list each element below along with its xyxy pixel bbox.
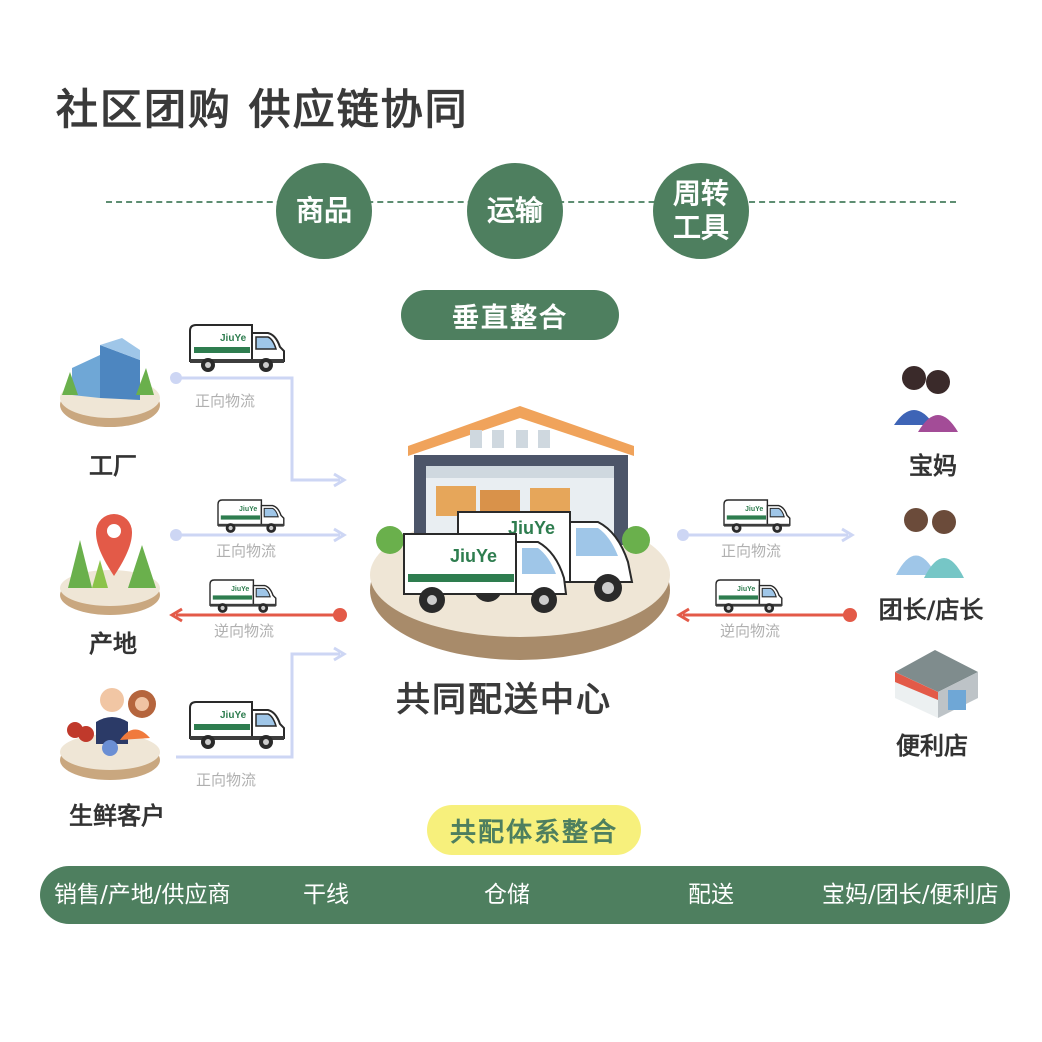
node-factory: 工厂 [89, 452, 137, 480]
factory-icon [60, 338, 160, 427]
page-title: 社区团购 供应链协同 [56, 85, 469, 134]
supply-chain-bar: 销售/产地/供应商 干线 仓储 配送 宝妈/团长/便利店 [40, 866, 1010, 924]
flow-label-reverse: 逆向物流 [214, 622, 275, 640]
chain-step-warehousing: 仓储 [484, 882, 530, 908]
circle-goods: 商品 [276, 163, 372, 259]
flow-label-forward: 正向物流 [721, 542, 782, 560]
location-pin-icon [60, 514, 160, 615]
flow-label-forward: 正向物流 [196, 771, 257, 789]
vertical-integration-badge: 垂直整合 [401, 290, 619, 340]
mothers-icon [894, 366, 958, 432]
truck-icon [715, 579, 783, 614]
node-group-leader: 团长/店长 [878, 596, 984, 624]
node-fresh-customer: 生鲜客户 [69, 802, 165, 830]
arrow-fresh-forward [176, 646, 347, 759]
chain-step-suppliers: 销售/产地/供应商 [54, 882, 231, 908]
system-integration-badge: 共配体系整合 [427, 805, 641, 855]
truck-icon [723, 499, 791, 534]
circle-transport: 运输 [467, 163, 563, 259]
chain-step-endpoints: 宝妈/团长/便利店 [822, 882, 999, 908]
group-leader-icon [896, 508, 964, 578]
convenience-store-icon [895, 650, 978, 718]
distribution-center-label: 共同配送中心 [396, 680, 612, 720]
arrow-right-reverse [676, 607, 857, 623]
node-convenience-store: 便利店 [896, 732, 968, 760]
fresh-customer-icon [60, 688, 160, 780]
truck-icon [189, 701, 285, 750]
flow-label-reverse: 逆向物流 [720, 622, 781, 640]
arrow-origin-forward [170, 527, 347, 543]
arrow-origin-reverse [169, 607, 347, 623]
truck-icon [217, 499, 285, 534]
truck-icon [209, 579, 277, 614]
flow-label-forward: 正向物流 [195, 392, 256, 410]
distribution-center-illustration: JiuYe JiuYe [370, 406, 670, 660]
arrow-factory-forward [170, 372, 347, 488]
svg-text:JiuYe: JiuYe [450, 546, 497, 566]
arrow-right-forward [677, 527, 855, 543]
svg-text:JiuYe: JiuYe [508, 518, 555, 538]
node-origin: 产地 [89, 630, 137, 658]
node-mothers: 宝妈 [909, 452, 957, 480]
truck-icon [189, 324, 285, 373]
chain-step-trunk-line: 干线 [303, 882, 349, 908]
flow-label-forward: 正向物流 [216, 542, 277, 560]
circle-turnover-tools: 周转工具 [653, 163, 749, 259]
chain-step-delivery: 配送 [688, 882, 734, 908]
